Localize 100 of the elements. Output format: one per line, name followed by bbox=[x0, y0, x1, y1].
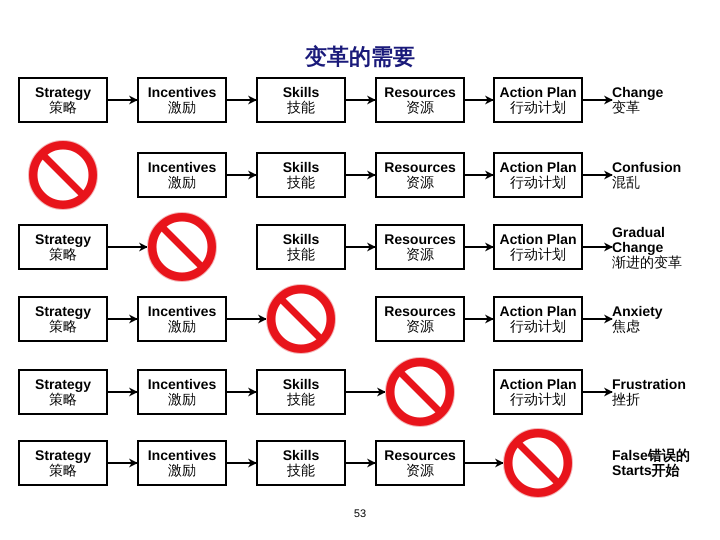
box-title: Resources bbox=[384, 160, 456, 175]
arrow bbox=[465, 96, 494, 104]
box-subtitle: 策略 bbox=[49, 392, 77, 407]
arrow bbox=[346, 170, 376, 180]
arrow bbox=[108, 242, 148, 252]
process-box bbox=[137, 369, 227, 415]
outcome-label: Frustration bbox=[612, 377, 686, 392]
arrow bbox=[583, 242, 613, 252]
box-title: Incentives bbox=[148, 448, 216, 463]
page-number: 53 bbox=[352, 508, 368, 520]
box-title: Skills bbox=[282, 448, 320, 463]
process-box bbox=[137, 440, 227, 486]
box-subtitle: 技能 bbox=[287, 175, 315, 190]
box-subtitle: 资源 bbox=[406, 247, 434, 262]
box-subtitle: 资源 bbox=[406, 175, 434, 190]
box-title: Incentives bbox=[148, 377, 216, 392]
box-title: Skills bbox=[282, 85, 320, 100]
process-box bbox=[18, 296, 108, 342]
box-subtitle: 策略 bbox=[49, 100, 77, 115]
process-box bbox=[18, 369, 108, 415]
process-box bbox=[256, 224, 346, 270]
box-subtitle: 技能 bbox=[287, 247, 315, 262]
outcome-label: 挫折 bbox=[612, 392, 640, 407]
prohibition-sign-icon bbox=[266, 284, 336, 354]
box-subtitle: 行动计划 bbox=[510, 175, 566, 190]
box-subtitle: 激励 bbox=[168, 463, 196, 478]
arrow bbox=[108, 96, 138, 104]
arrow bbox=[583, 96, 613, 104]
box-title: Action Plan bbox=[499, 160, 576, 175]
box-subtitle: 资源 bbox=[406, 319, 434, 334]
process-box bbox=[375, 152, 465, 198]
process-box bbox=[493, 77, 583, 123]
box-title: Action Plan bbox=[499, 232, 576, 247]
prohibition-sign-icon bbox=[147, 212, 217, 282]
box-subtitle: 资源 bbox=[406, 100, 434, 115]
outcome-label: Confusion bbox=[612, 160, 682, 175]
box-title: Strategy bbox=[34, 377, 92, 392]
outcome-label: 混乱 bbox=[612, 175, 640, 190]
box-title: Incentives bbox=[148, 160, 216, 175]
box-title: Strategy bbox=[34, 304, 92, 319]
outcome-label: 焦虑 bbox=[612, 319, 640, 334]
box-title: Strategy bbox=[34, 85, 92, 100]
box-subtitle: 激励 bbox=[168, 100, 196, 115]
prohibition-sign-icon bbox=[28, 140, 98, 210]
box-subtitle: 行动计划 bbox=[510, 319, 566, 334]
box-subtitle: 激励 bbox=[168, 175, 196, 190]
box-subtitle: 策略 bbox=[49, 247, 77, 262]
process-box bbox=[137, 77, 227, 123]
box-title: Action Plan bbox=[499, 377, 576, 392]
box-title: Resources bbox=[384, 304, 456, 319]
box-subtitle: 策略 bbox=[49, 463, 77, 478]
arrow bbox=[346, 242, 376, 252]
process-box bbox=[256, 369, 346, 415]
process-box bbox=[137, 296, 227, 342]
prohibition-sign-icon bbox=[503, 428, 573, 498]
process-box bbox=[256, 152, 346, 198]
process-box bbox=[137, 152, 227, 198]
process-box bbox=[256, 77, 346, 123]
box-title: Strategy bbox=[34, 448, 92, 463]
box-subtitle: 激励 bbox=[168, 392, 196, 407]
box-subtitle: 行动计划 bbox=[510, 392, 566, 407]
arrow bbox=[108, 458, 138, 468]
box-title: Strategy bbox=[34, 232, 92, 247]
box-subtitle: 技能 bbox=[287, 392, 315, 407]
arrow bbox=[108, 388, 138, 396]
arrow bbox=[227, 170, 257, 180]
process-box bbox=[256, 440, 346, 486]
box-title: Incentives bbox=[148, 85, 216, 100]
process-box bbox=[18, 440, 108, 486]
box-title: Resources bbox=[384, 448, 456, 463]
box-title: Skills bbox=[282, 377, 320, 392]
box-title: Action Plan bbox=[499, 85, 576, 100]
arrow bbox=[583, 170, 613, 180]
diagram-title: 变革的需要 bbox=[304, 43, 416, 71]
outcome-label: Anxiety bbox=[612, 304, 663, 319]
process-box bbox=[375, 440, 465, 486]
box-title: Resources bbox=[384, 232, 456, 247]
box-subtitle: 策略 bbox=[49, 319, 77, 334]
arrow bbox=[227, 96, 257, 104]
arrow bbox=[227, 388, 257, 396]
box-title: Action Plan bbox=[499, 304, 576, 319]
process-box bbox=[493, 224, 583, 270]
process-box bbox=[375, 224, 465, 270]
box-title: Incentives bbox=[148, 304, 216, 319]
box-subtitle: 资源 bbox=[406, 463, 434, 478]
outcome-label: False错误的 Starts开始 bbox=[612, 448, 691, 478]
box-subtitle: 技能 bbox=[287, 100, 315, 115]
box-subtitle: 行动计划 bbox=[510, 100, 566, 115]
arrow bbox=[465, 458, 504, 468]
arrow bbox=[465, 242, 494, 252]
process-box bbox=[493, 296, 583, 342]
arrow bbox=[346, 96, 376, 104]
box-subtitle: 行动计划 bbox=[510, 247, 566, 262]
arrow bbox=[465, 170, 494, 180]
arrow bbox=[227, 314, 267, 324]
box-subtitle: 技能 bbox=[287, 463, 315, 478]
arrow bbox=[227, 458, 257, 468]
arrow bbox=[346, 458, 376, 468]
arrow bbox=[346, 388, 386, 396]
process-box bbox=[18, 224, 108, 270]
